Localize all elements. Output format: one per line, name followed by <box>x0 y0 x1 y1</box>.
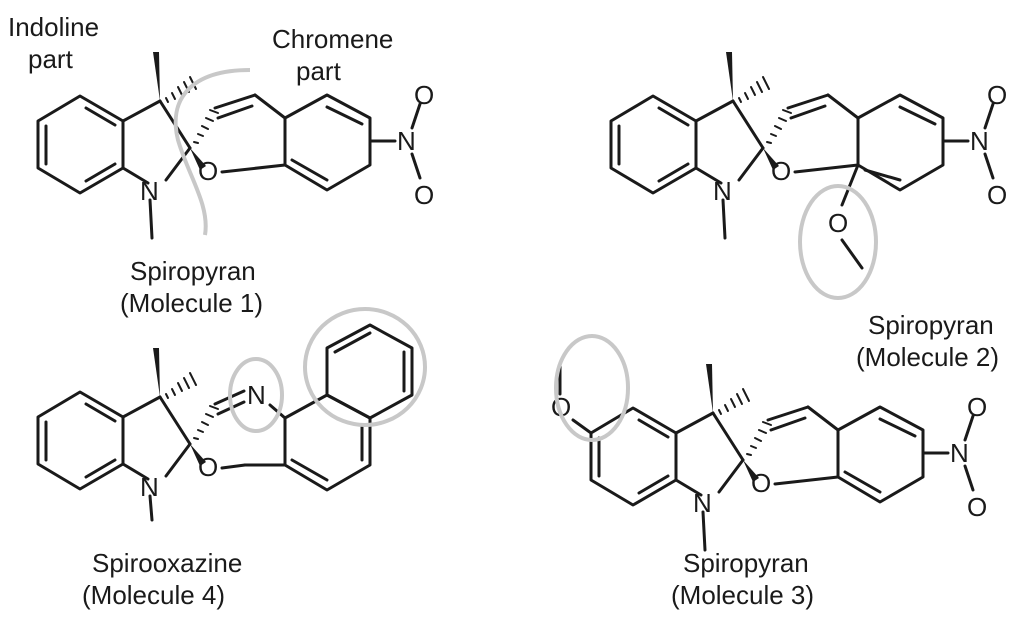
m2-nitro-n-label: N <box>970 126 989 156</box>
indoline-label-line1: Indoline <box>8 12 99 42</box>
indoline-label-line2: part <box>28 44 74 74</box>
m1-nitrogen-label: N <box>140 176 159 206</box>
m3-oxygen-label: O <box>751 468 771 498</box>
m1-nitro-o1-label: O <box>414 80 434 110</box>
m2-nitro-group <box>941 102 995 180</box>
molecule-3: O <box>551 334 987 610</box>
chromene-label-line1: Chromene <box>272 24 393 54</box>
m3-chromene-benzene <box>836 405 925 504</box>
m2-nitro-o2-label: O <box>987 180 1007 210</box>
m1-caption: (Molecule 1) <box>120 288 263 318</box>
m2-caption: (Molecule 2) <box>856 342 999 372</box>
m3-nitro-group <box>921 414 975 492</box>
m1-oxygen-label: O <box>198 156 218 186</box>
m3-nitro-o1-label: O <box>967 392 987 422</box>
molecule-1: N O N O O Indoline part Chromene part Sp… <box>8 12 434 318</box>
m4-spiro-wedge <box>190 444 206 466</box>
m2-methyl-hash <box>738 76 770 103</box>
m1-nitro-n-label: N <box>397 126 416 156</box>
m1-pyran-ring <box>213 93 287 174</box>
m4-caption: (Molecule 4) <box>82 580 225 610</box>
m3-spiro-hash <box>746 421 772 456</box>
m2-chromene-benzene <box>856 93 945 192</box>
m4-naphthalene-highlight <box>303 307 427 427</box>
m4-oxygen-label: O <box>198 452 218 482</box>
m1-nitro-group <box>368 102 422 180</box>
m1-nitro-o2-label: O <box>414 180 434 210</box>
m1-benzene-ring <box>36 94 125 195</box>
chromene-label-line2: part <box>296 56 342 86</box>
m3-spiro-wedge <box>743 460 759 482</box>
m3-nitro-o2-label: O <box>967 492 987 522</box>
m1-part-separator <box>173 68 251 236</box>
m2-benzene-ring <box>609 94 698 195</box>
m3-name: Spiropyran <box>683 548 809 578</box>
m4-naphthalene-outer-ring <box>325 323 414 420</box>
m4-indoline-five-ring <box>121 395 192 522</box>
m2-methoxy-group <box>840 163 864 270</box>
m4-oxazine-n-label: N <box>247 380 266 410</box>
m3-nitro-n-label: N <box>950 438 969 468</box>
m2-indoline-five-ring <box>694 99 765 240</box>
m2-nitrogen-label: N <box>713 176 732 206</box>
molecule-4: N O N Spirooxazine (Molecule 4) <box>36 307 427 610</box>
m2-nitro-o1-label: O <box>987 80 1007 110</box>
m2-methoxy-o-label: O <box>828 208 848 238</box>
m3-pyran-ring <box>766 405 840 486</box>
m1-indoline-five-ring <box>121 99 192 240</box>
m2-methoxy-highlight <box>798 184 878 300</box>
molecule-2: N O N O O O Spiropyran (Molecule 2) <box>609 52 1007 372</box>
m1-name: Spiropyran <box>130 256 256 286</box>
m3-caption: (Molecule 3) <box>671 580 814 610</box>
m1-spiro-hash <box>193 109 219 144</box>
m2-spiro-wedge <box>763 148 779 170</box>
m2-name: Spiropyran <box>868 310 994 340</box>
m1-chromene-benzene <box>283 93 372 192</box>
m4-methyl-hash <box>165 372 197 399</box>
m3-methyl-wedge <box>706 364 713 413</box>
m3-methoxy-highlight <box>554 334 630 442</box>
m4-methyl-wedge <box>153 348 160 397</box>
m4-name: Spirooxazine <box>92 548 242 578</box>
m1-spiro-wedge <box>190 148 206 170</box>
m4-benzene-ring <box>36 390 125 491</box>
m2-spiro-hash <box>766 109 792 144</box>
m3-benzene-ring <box>589 406 678 507</box>
m2-pyran-ring <box>786 93 860 174</box>
m2-oxygen-label: O <box>771 156 791 186</box>
m4-nitrogen-label: N <box>140 472 159 502</box>
m3-indoline-five-ring <box>674 411 745 552</box>
m3-nitrogen-label: N <box>693 488 712 518</box>
m4-naphthalene-inner-ring <box>283 393 372 492</box>
m4-spiro-hash <box>193 405 219 440</box>
m2-methyl-wedge <box>726 52 733 101</box>
m1-methyl-wedge <box>153 52 160 101</box>
m3-methyl-hash <box>718 388 750 415</box>
m4-nitrogen-highlight <box>228 357 284 433</box>
